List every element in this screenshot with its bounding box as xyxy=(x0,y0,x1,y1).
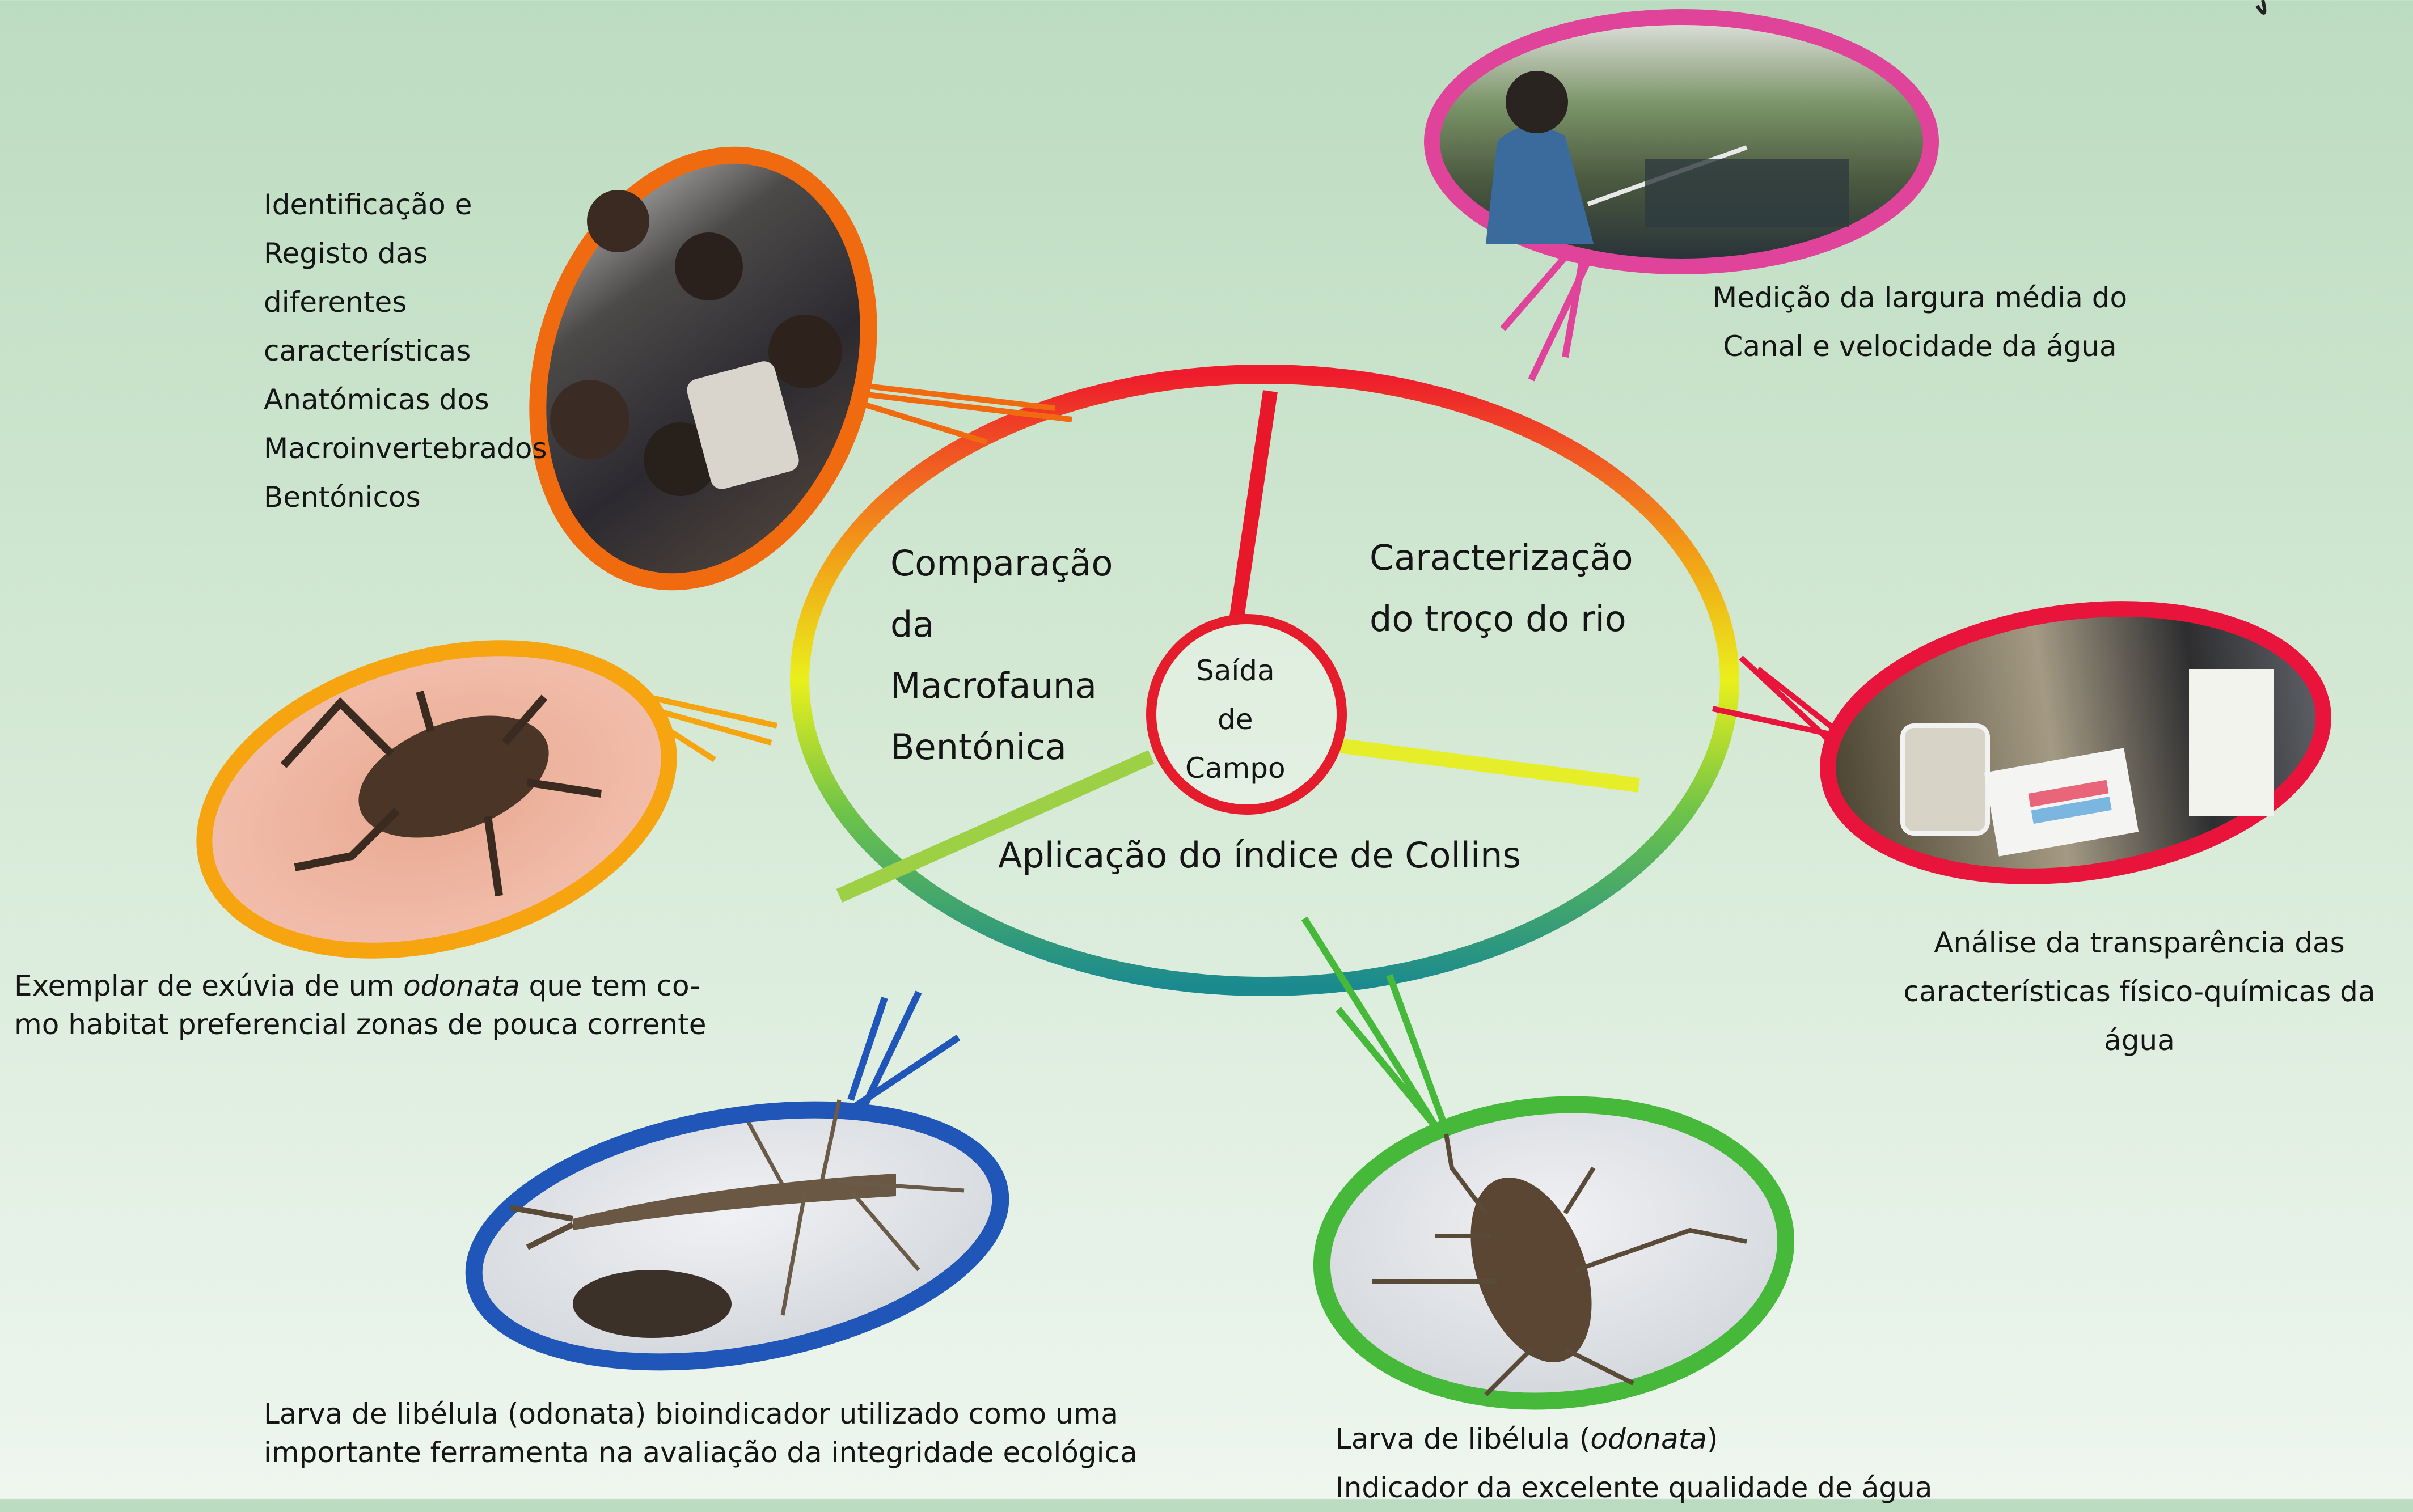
center-circle xyxy=(1146,614,1347,815)
caption-exuvia: Exemplar de exúvia de um odonata que tem… xyxy=(14,969,707,1041)
spoke-right xyxy=(1337,738,1640,793)
photo-exuvia xyxy=(196,640,677,959)
student-head xyxy=(587,190,649,252)
photo-larva-blue xyxy=(465,1099,1009,1371)
connector-students xyxy=(838,383,1072,445)
river-water xyxy=(1645,159,1849,227)
photo-students xyxy=(529,146,877,591)
caption-analysis: Análise da transparência das característ… xyxy=(1903,926,2376,1057)
caption-students: Identificação e Registo das diferentes c… xyxy=(264,188,547,514)
larva-body xyxy=(1470,1177,1592,1363)
debris xyxy=(573,1270,732,1338)
branch-collins: Aplicação do índice de Collins xyxy=(998,835,1521,876)
photo-analysis xyxy=(1820,601,2331,884)
larva-body xyxy=(573,1174,896,1230)
spoke-top xyxy=(1229,390,1278,622)
person-blue-jacket xyxy=(1486,126,1594,244)
person-head xyxy=(1506,71,1568,133)
larva-legs xyxy=(746,1099,965,1316)
caption-larva-green: Larva de libélula (odonata) Indicador da… xyxy=(1336,1422,1933,1504)
chart-strip xyxy=(2028,780,2109,807)
central-ring xyxy=(790,365,1739,996)
exuvia-legs xyxy=(280,691,602,896)
branch-troco: Caracterização do troço do rio xyxy=(1370,537,1633,639)
chart-strip xyxy=(2031,797,2112,824)
student-head xyxy=(550,380,629,459)
photo-larva-green xyxy=(1313,1096,1795,1410)
connector-larva-blue xyxy=(847,990,961,1113)
photo-river xyxy=(1424,9,1939,274)
student-head xyxy=(675,232,743,300)
spoke-left xyxy=(836,750,1155,903)
caption-larva-blue: Larva de libélula (odonata) bioindicador… xyxy=(264,1397,1138,1469)
beaker xyxy=(1900,723,1990,836)
branch-macrofauna: Comparação da Macrofauna Bentónica xyxy=(890,543,1113,768)
center-label: Saída de Campo xyxy=(1185,654,1286,785)
color-chart xyxy=(1984,748,2139,857)
student-head xyxy=(768,315,842,388)
larva-tail xyxy=(510,1205,574,1250)
caption-river: Medição da largura média do Canal e velo… xyxy=(1713,281,2128,363)
exuvia-body xyxy=(358,715,549,838)
tray xyxy=(687,361,799,489)
connector-river xyxy=(1500,242,1597,382)
clipboard xyxy=(2189,669,2274,816)
student-head xyxy=(644,422,717,496)
corner-mark xyxy=(2255,0,2267,15)
larva-legs xyxy=(1372,1133,1747,1396)
connector-analysis xyxy=(1712,655,1844,745)
connector-larva-green xyxy=(1301,916,1455,1147)
